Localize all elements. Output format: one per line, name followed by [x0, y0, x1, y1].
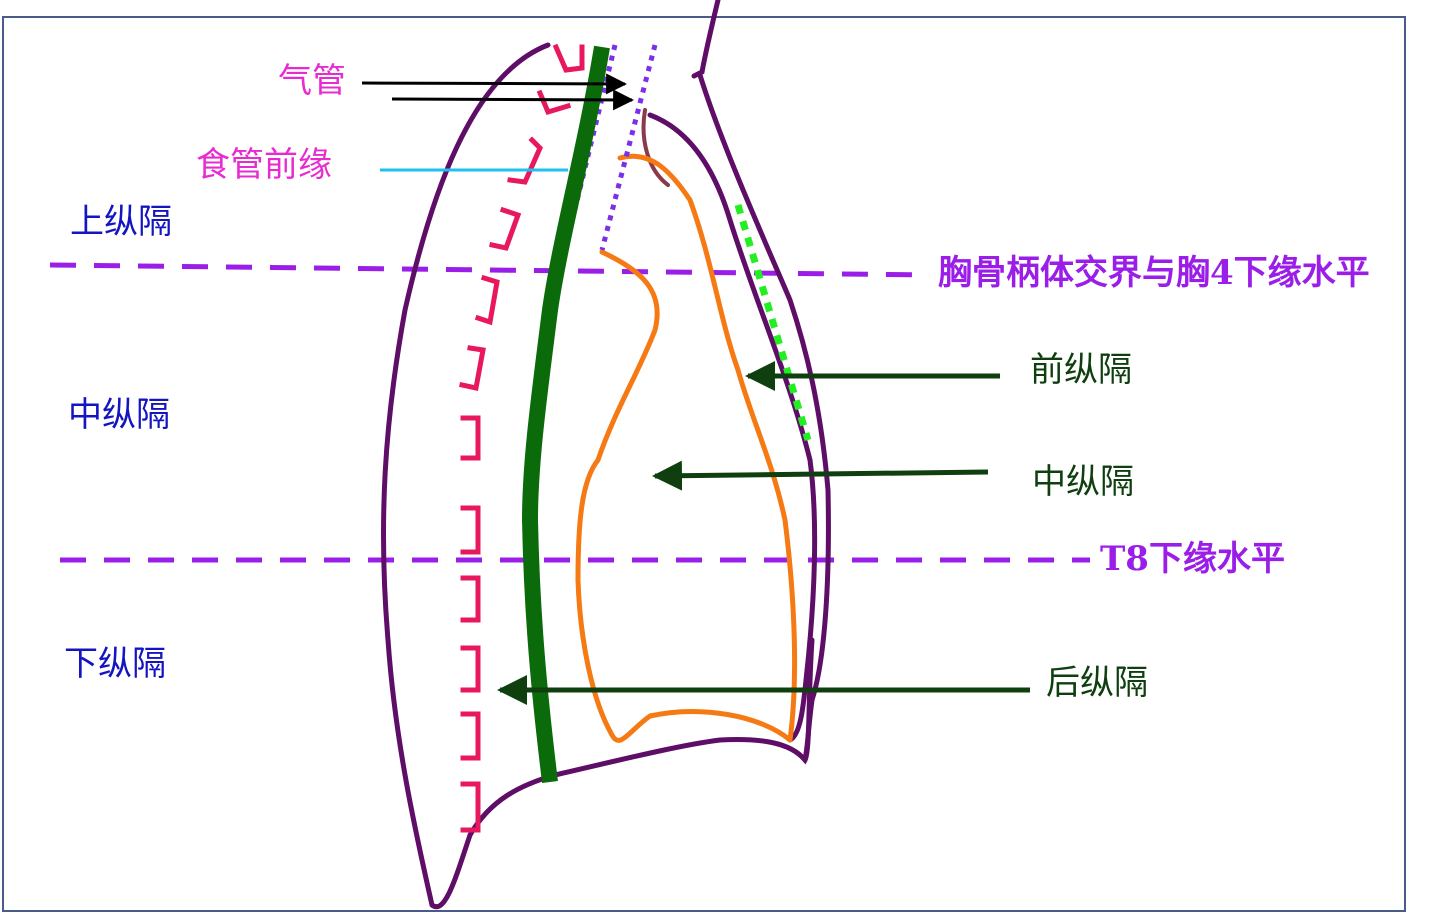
anterior-chest-wall-inner	[647, 112, 818, 743]
trachea-arrow-2	[391, 89, 635, 111]
label-posterior-mediastinum: 后纵隔	[1046, 663, 1148, 703]
anterior-chest-wall-outer	[697, 72, 831, 763]
label-trachea: 气管	[278, 61, 346, 101]
trachea-anterior-wall	[599, 44, 658, 251]
sternum-line	[734, 204, 812, 441]
heart-outline	[575, 153, 798, 743]
sternal-angle-level-line	[49, 262, 931, 278]
esophagus	[521, 45, 610, 783]
posterior-body-outline	[380, 42, 558, 910]
diagram-frame	[2, 16, 1406, 912]
label-inferior-mediastinum: 下纵隔	[64, 644, 166, 684]
label-superior-mediastinum: 上纵隔	[70, 202, 172, 242]
label-middle-mediastinum-right: 中纵隔	[1032, 462, 1134, 502]
trachea-front-curve	[641, 108, 670, 187]
label-middle-mediastinum-left: 中纵隔	[68, 395, 170, 435]
trachea-arrow-1	[361, 73, 628, 95]
neck-outline	[691, 0, 721, 79]
label-sternal-angle-level: 胸骨柄体交界与胸4下缘水平	[938, 253, 1370, 293]
label-t8-level: T8下缘水平	[1100, 539, 1285, 579]
middle-arrow	[652, 460, 989, 491]
label-esophagus-front: 食管前缘	[196, 145, 332, 185]
vertebral-column	[459, 43, 585, 833]
label-anterior-mediastinum: 前纵隔	[1030, 350, 1132, 390]
diaphragm-outline	[552, 637, 815, 778]
